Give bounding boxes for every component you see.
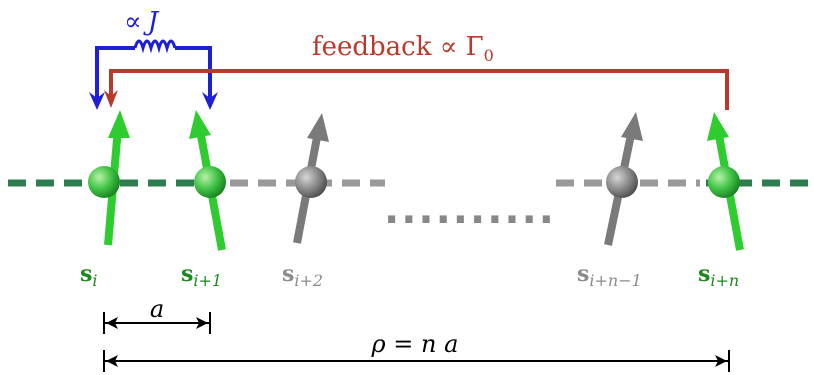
spin-ball	[194, 166, 226, 198]
lattice-constant-label: a	[150, 295, 164, 323]
spin-label-i-plus-n: si+n	[698, 261, 739, 290]
spin-ball	[295, 166, 327, 198]
spin-label-i-plus-2: si+2	[282, 261, 323, 290]
coupling-j-connector	[89, 39, 218, 110]
spin-i-plus-n	[707, 112, 744, 251]
arrow-down-icon	[89, 92, 105, 110]
coupling-label: ∝J	[124, 7, 160, 37]
feedback-connector	[104, 69, 729, 110]
spin-i-plus-n-minus-1	[604, 112, 643, 246]
spin-i-plus-2	[293, 113, 329, 244]
spin-ball	[88, 166, 120, 198]
lattice-constant-measure	[103, 312, 211, 334]
arrow-right-icon	[196, 317, 208, 329]
spring-icon	[133, 39, 177, 54]
arrow-down-icon	[104, 90, 118, 108]
arrow-down-icon	[202, 92, 218, 110]
arrow-left-icon	[106, 355, 118, 367]
spin-label-i-plus-n-minus-1: si+n−1	[577, 261, 642, 290]
spin-label-i-plus-1: si+1	[181, 261, 222, 290]
spin-ball	[606, 166, 638, 198]
feedback-label: feedback ∝ Γ0	[312, 32, 494, 65]
distance-label: ρ = n a	[371, 330, 459, 358]
distance-measure	[103, 350, 730, 372]
arrow-right-icon	[715, 355, 727, 367]
spin-i-plus-1	[189, 110, 226, 251]
spin-ball	[708, 166, 740, 198]
ellipsis: ..........	[384, 187, 556, 233]
arrow-left-icon	[106, 317, 118, 329]
spin-i	[88, 110, 130, 246]
spin-label-i: si	[80, 261, 98, 290]
